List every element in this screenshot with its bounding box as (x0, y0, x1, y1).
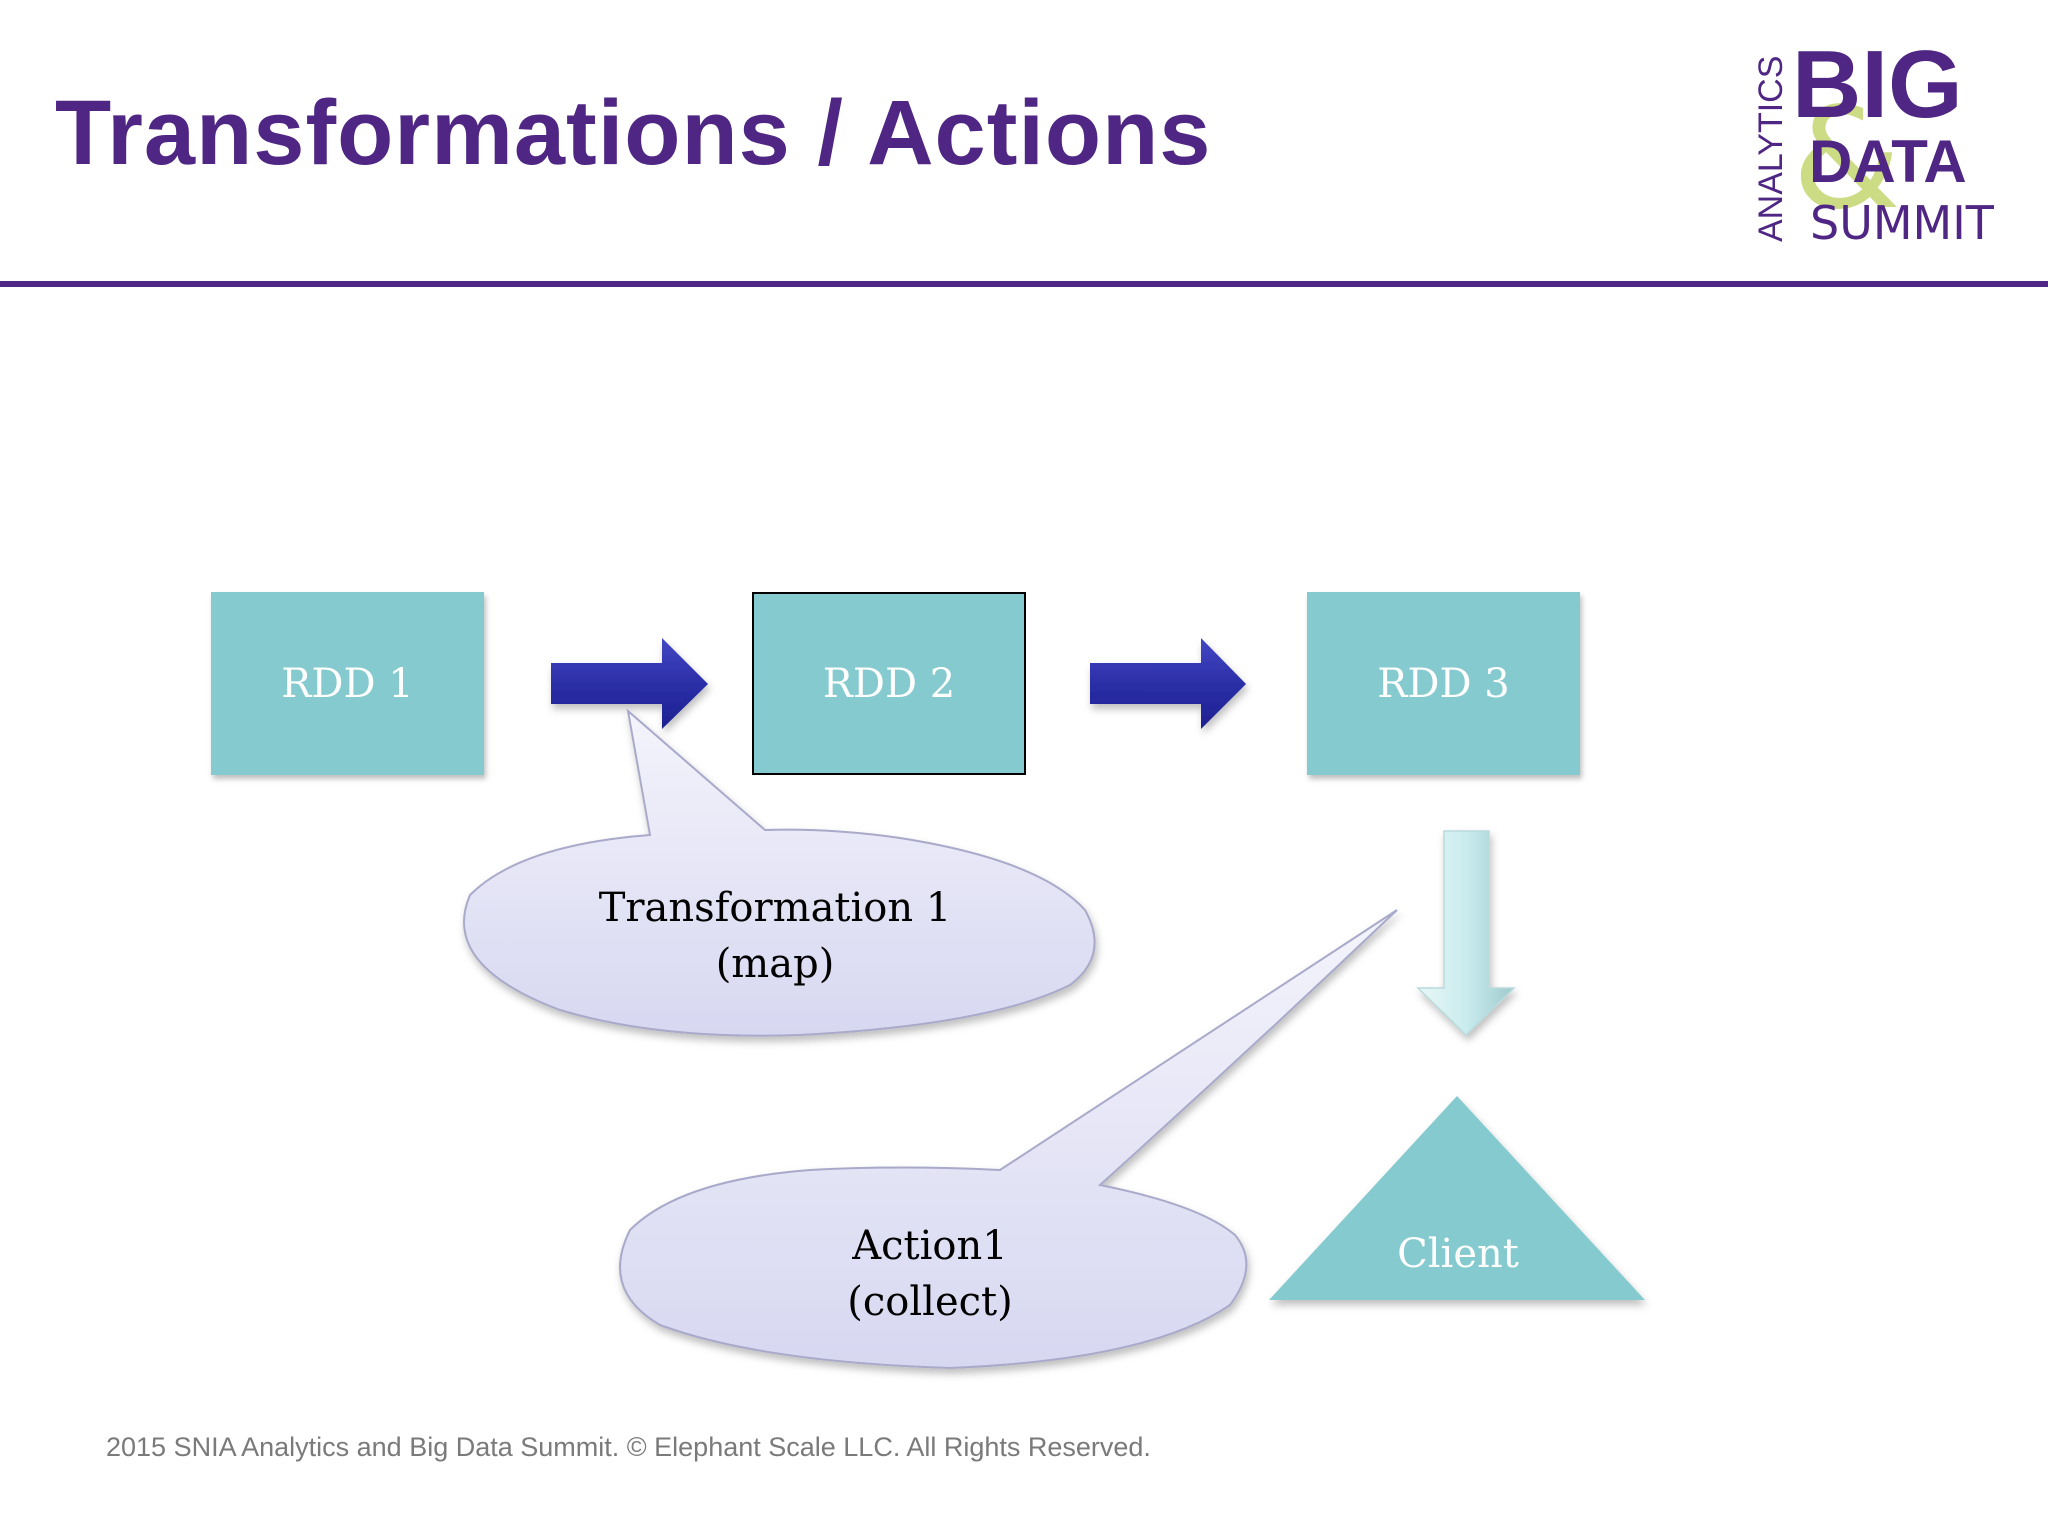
big-data-summit-logo: ANALYTICS & BIG DATA SUMMIT (1752, 32, 1995, 247)
logo-summit-text: SUMMIT (1810, 196, 1995, 247)
transformation-name: Transformation 1 (598, 885, 952, 931)
transformation-op: (map) (715, 941, 835, 987)
arrow-rdd1-to-rdd2 (551, 638, 708, 729)
client-node: Client (1340, 1222, 1576, 1286)
page-title: Transformations / Actions (55, 82, 1212, 184)
action-op: (collect) (847, 1279, 1013, 1325)
arrow-rdd3-to-client (1416, 830, 1516, 1037)
logo-ampersand: & (1792, 78, 1901, 241)
title-divider (0, 281, 2048, 287)
logo-analytics-text: ANALYTICS (1752, 56, 1790, 242)
rdd3-box: RDD 3 (1307, 592, 1580, 775)
footer-copyright: 2015 SNIA Analytics and Big Data Summit.… (106, 1432, 1151, 1462)
client-label: Client (1397, 1231, 1519, 1277)
client-triangle (1269, 1096, 1645, 1300)
rdd1-box: RDD 1 (211, 592, 484, 775)
rdd2-box: RDD 2 (752, 592, 1026, 775)
arrow-rdd2-to-rdd3 (1090, 638, 1246, 729)
rdd3-label: RDD 3 (1377, 660, 1510, 707)
action-name: Action1 (852, 1223, 1008, 1269)
logo-data-text: DATA (1809, 128, 1967, 195)
transformation-callout (463, 708, 1096, 1037)
action-callout-text: Action1 (collect) (760, 1218, 1100, 1330)
transformation-callout-text: Transformation 1 (map) (560, 880, 990, 992)
action-callout (619, 909, 1398, 1370)
rdd1-label: RDD 1 (281, 660, 414, 707)
rdd2-label: RDD 2 (822, 660, 956, 707)
logo-big-text: BIG (1792, 32, 1963, 138)
